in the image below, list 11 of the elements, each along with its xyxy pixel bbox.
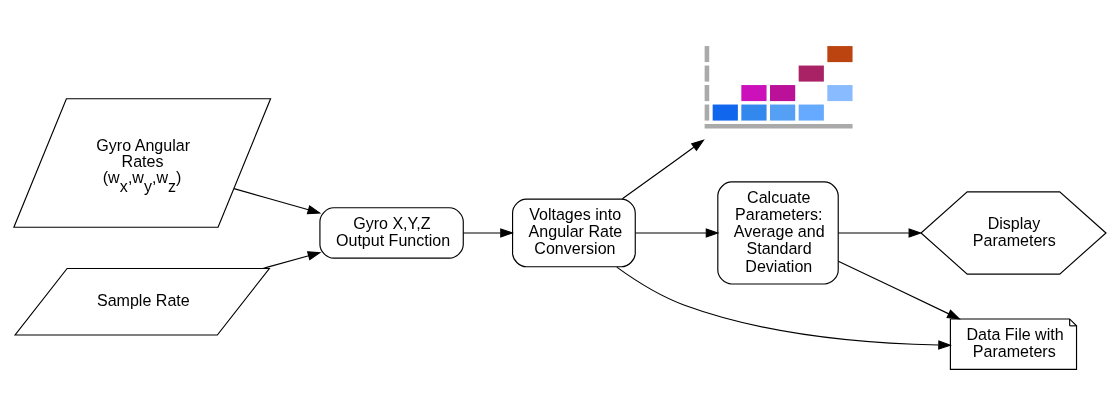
arrow [233,187,322,214]
arrow [462,227,514,238]
arrow [616,266,952,350]
arrow [837,260,961,320]
arrow [621,138,705,199]
arrow [837,227,923,238]
arrow [262,250,322,269]
node-box: Calcuate Parameters: Average and Standard Deviation [717,180,839,285]
node-box: Gyro X,Y,Z Output Function [319,206,464,259]
arrow [635,227,720,238]
node-box: Voltages into Angular Rate Conversion [512,198,636,267]
